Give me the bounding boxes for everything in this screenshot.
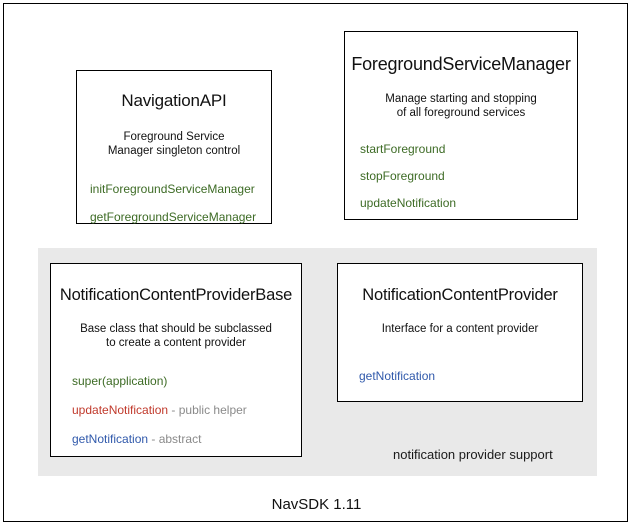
method-item[interactable]: startForeground bbox=[360, 142, 577, 156]
method-item[interactable]: initForegroundServiceManager bbox=[90, 182, 271, 196]
method-name: getForegroundServiceManager bbox=[90, 210, 257, 224]
class-description-navigation-api: Foreground Service Manager singleton con… bbox=[77, 130, 271, 158]
method-note: - public helper bbox=[168, 403, 247, 417]
class-title-navigation-api: NavigationAPI bbox=[121, 91, 227, 110]
method-item[interactable]: getNotification - abstract bbox=[72, 432, 301, 446]
method-item[interactable]: updateNotification bbox=[360, 196, 577, 210]
method-name: updateNotification bbox=[72, 403, 169, 417]
class-box-navigation-api[interactable]: NavigationAPI Foreground Service Manager… bbox=[76, 70, 272, 224]
group-panel-label: notification provider support bbox=[393, 447, 553, 462]
class-box-notification-content-provider-base[interactable]: NotificationContentProviderBase Base cla… bbox=[50, 263, 302, 457]
class-description-line: of all foreground services bbox=[396, 107, 526, 119]
method-list-navigation-api: initForegroundServiceManager getForegrou… bbox=[77, 182, 271, 224]
method-item[interactable]: stopForeground bbox=[360, 169, 577, 183]
class-title-notification-content-provider: NotificationContentProvider bbox=[362, 286, 558, 304]
class-box-notification-content-provider[interactable]: NotificationContentProvider Interface fo… bbox=[337, 263, 583, 402]
method-name: getNotification bbox=[72, 432, 149, 446]
method-item[interactable]: updateNotification - public helper bbox=[72, 403, 301, 417]
method-note: - abstract bbox=[148, 432, 202, 446]
method-name: updateNotification bbox=[360, 196, 457, 210]
method-name: super(application) bbox=[72, 374, 168, 388]
method-list-notification-content-provider-base: super(application) updateNotification - … bbox=[51, 374, 301, 446]
class-box-foreground-service-manager[interactable]: ForegroundServiceManager Manage starting… bbox=[344, 31, 578, 220]
class-description-notification-content-provider: Interface for a content provider bbox=[338, 322, 582, 336]
class-description-foreground-service-manager: Manage starting and stopping of all fore… bbox=[345, 92, 577, 120]
method-item[interactable]: getForegroundServiceManager bbox=[90, 210, 271, 224]
class-description-notification-content-provider-base: Base class that should be subclassed to … bbox=[51, 322, 301, 350]
class-title-foreground-service-manager: ForegroundServiceManager bbox=[351, 54, 571, 74]
method-item[interactable]: getNotification bbox=[359, 369, 582, 383]
method-list-foreground-service-manager: startForeground stopForeground updateNot… bbox=[345, 142, 577, 210]
class-description-line: Foreground Service bbox=[123, 131, 225, 143]
method-name: startForeground bbox=[360, 142, 446, 156]
method-list-notification-content-provider: getNotification bbox=[338, 369, 582, 383]
class-description-line: Manage starting and stopping bbox=[385, 93, 537, 105]
class-description-line: Manager singleton control bbox=[107, 145, 241, 157]
class-description-line: Interface for a content provider bbox=[381, 323, 539, 335]
method-name: stopForeground bbox=[360, 169, 445, 183]
method-name: initForegroundServiceManager bbox=[90, 182, 255, 196]
class-title-notification-content-provider-base: NotificationContentProviderBase bbox=[59, 286, 293, 304]
method-name: getNotification bbox=[359, 369, 436, 383]
class-description-line: Base class that should be subclassed bbox=[80, 323, 272, 335]
method-item[interactable]: super(application) bbox=[72, 374, 301, 388]
class-description-line: to create a content provider bbox=[106, 337, 246, 349]
diagram-caption: NavSDK 1.11 bbox=[271, 496, 362, 513]
